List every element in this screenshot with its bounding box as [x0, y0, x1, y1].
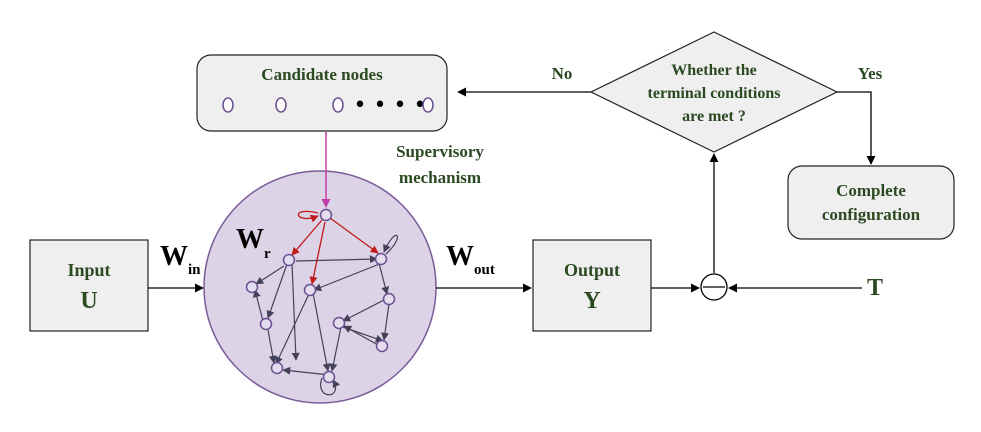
input-label: Input [67, 260, 110, 280]
w-r-main: W [236, 224, 264, 255]
error-comparator [700, 273, 728, 301]
reservoir-connections [252, 234, 398, 396]
complete-line-1: Complete [836, 181, 906, 200]
output-weight-label: W out [446, 241, 495, 278]
new-node-connections [291, 210, 379, 285]
supervisory-line-2: mechanism [399, 168, 481, 187]
reservoir-node [382, 292, 396, 306]
decision-line-2: terminal conditions [648, 85, 781, 102]
reservoir-weight-label: W r [236, 224, 271, 262]
w-out-main: W [446, 241, 474, 272]
output-block: Output Y [532, 239, 652, 332]
reservoir-node [245, 280, 259, 294]
w-out-sub: out [474, 262, 495, 278]
yes-branch-label: Yes [858, 64, 883, 83]
reservoir-nodes [245, 208, 396, 384]
reservoir-node [303, 283, 317, 297]
supervisory-line-1: Supervisory [396, 142, 484, 161]
candidate-ellipsis: • • • • [354, 93, 427, 118]
complete-configuration-box: Complete configuration [787, 165, 955, 240]
target-label: T [867, 275, 883, 301]
reservoir-node [374, 252, 388, 266]
candidate-nodes-box: Candidate nodes • • • • [196, 54, 448, 132]
complete-line-2: configuration [822, 205, 921, 224]
reservoir-node [270, 361, 284, 375]
input-weight-label: W in [160, 241, 201, 278]
new-reservoir-node [319, 208, 333, 222]
candidate-node [275, 97, 287, 113]
reservoir-node [282, 253, 296, 267]
reservoir-node [375, 339, 389, 353]
input-block: Input U [29, 239, 149, 332]
w-r-sub: r [264, 246, 271, 262]
w-in-sub: in [188, 262, 201, 278]
input-symbol: U [80, 288, 97, 314]
candidate-node [222, 97, 234, 113]
decision-line-1: Whether the [671, 62, 756, 79]
candidate-node [422, 97, 434, 113]
flow-arrows [148, 87, 876, 293]
w-in-main: W [160, 241, 188, 272]
output-label: Output [564, 260, 620, 280]
candidate-node [332, 97, 344, 113]
reservoir-node [332, 316, 346, 330]
no-branch-label: No [552, 64, 573, 83]
output-symbol: Y [583, 288, 600, 314]
reservoir-node [322, 370, 336, 384]
candidate-nodes-title: Candidate nodes [261, 65, 383, 84]
reservoir-node [259, 317, 273, 331]
reservoir [203, 170, 437, 404]
decision-line-3: are met ? [682, 108, 746, 125]
arrow-yes-to-complete [837, 91, 876, 165]
terminal-condition-decision: Whether the terminal conditions are met … [589, 31, 839, 153]
